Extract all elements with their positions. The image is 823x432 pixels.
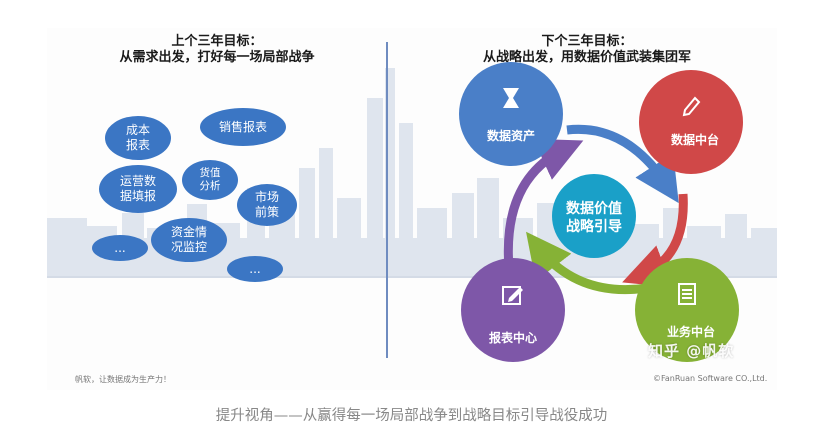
- bubble-more-2: ...: [227, 256, 283, 282]
- node-business-platform: [635, 258, 739, 362]
- arrow-assets-to-platform: [566, 124, 679, 204]
- center-label-line2: 战略引导: [566, 218, 622, 235]
- right-heading-line2: 从战略出发，用数据价值武装集团军: [482, 50, 691, 65]
- edit-icon: [502, 286, 523, 305]
- left-heading-line2: 从需求出发，打好每一场局部战争: [119, 50, 315, 65]
- strategy-cycle-diagram: 数据价值 战略引导 数据资产 数据中台 业务中台 报表中心: [459, 62, 743, 362]
- node-data-platform-label: 数据中台: [671, 132, 719, 147]
- node-report-center: [461, 258, 565, 362]
- arrow-platform-to-business: [622, 193, 688, 288]
- footer-left-slogan: 帆软，让数据成为生产力！: [75, 375, 171, 384]
- node-data-assets: [459, 62, 563, 166]
- center-label-line1: 数据价值: [566, 200, 622, 217]
- arrow-reports-to-assets: [503, 138, 584, 269]
- center-circle: [552, 174, 636, 258]
- bubble-market-strategy: 市场 前策: [237, 184, 297, 226]
- node-data-assets-label: 数据资产: [487, 128, 535, 143]
- node-business-platform-label: 业务中台: [667, 324, 715, 339]
- bubble-funds-monitoring: 资金情 况监控: [151, 218, 227, 262]
- pencil-icon: [682, 96, 701, 117]
- zhihu-watermark: 知乎 @帆软: [648, 342, 735, 360]
- vertical-divider: [386, 42, 388, 358]
- hourglass-icon: [503, 88, 519, 108]
- bubble-more-1: ...: [92, 235, 148, 261]
- right-heading-line1: 下个三年目标：: [541, 34, 633, 49]
- bubble-ops-data-entry: 运营数 据填报: [99, 165, 177, 213]
- left-heading-line1: 上个三年目标：: [171, 34, 263, 49]
- bubble-cost-report: 成本 报表: [105, 116, 171, 160]
- arrow-business-to-center: [526, 231, 648, 295]
- node-data-platform: [639, 70, 743, 174]
- bubble-goods-analysis: 货值 分析: [182, 160, 238, 200]
- slide: 上个三年目标： 从需求出发，打好每一场局部战争 下个三年目标： 从战略出发，用数…: [47, 28, 777, 390]
- node-report-center-label: 报表中心: [489, 330, 537, 345]
- document-list-icon: [678, 283, 696, 305]
- bubble-sales-report: 销售报表: [200, 108, 286, 146]
- image-caption: 提升视角——从赢得每一场局部战争到战略目标引导战役成功: [215, 408, 608, 424]
- footer-copyright: ©FanRuan Software CO.,Ltd.: [653, 374, 768, 383]
